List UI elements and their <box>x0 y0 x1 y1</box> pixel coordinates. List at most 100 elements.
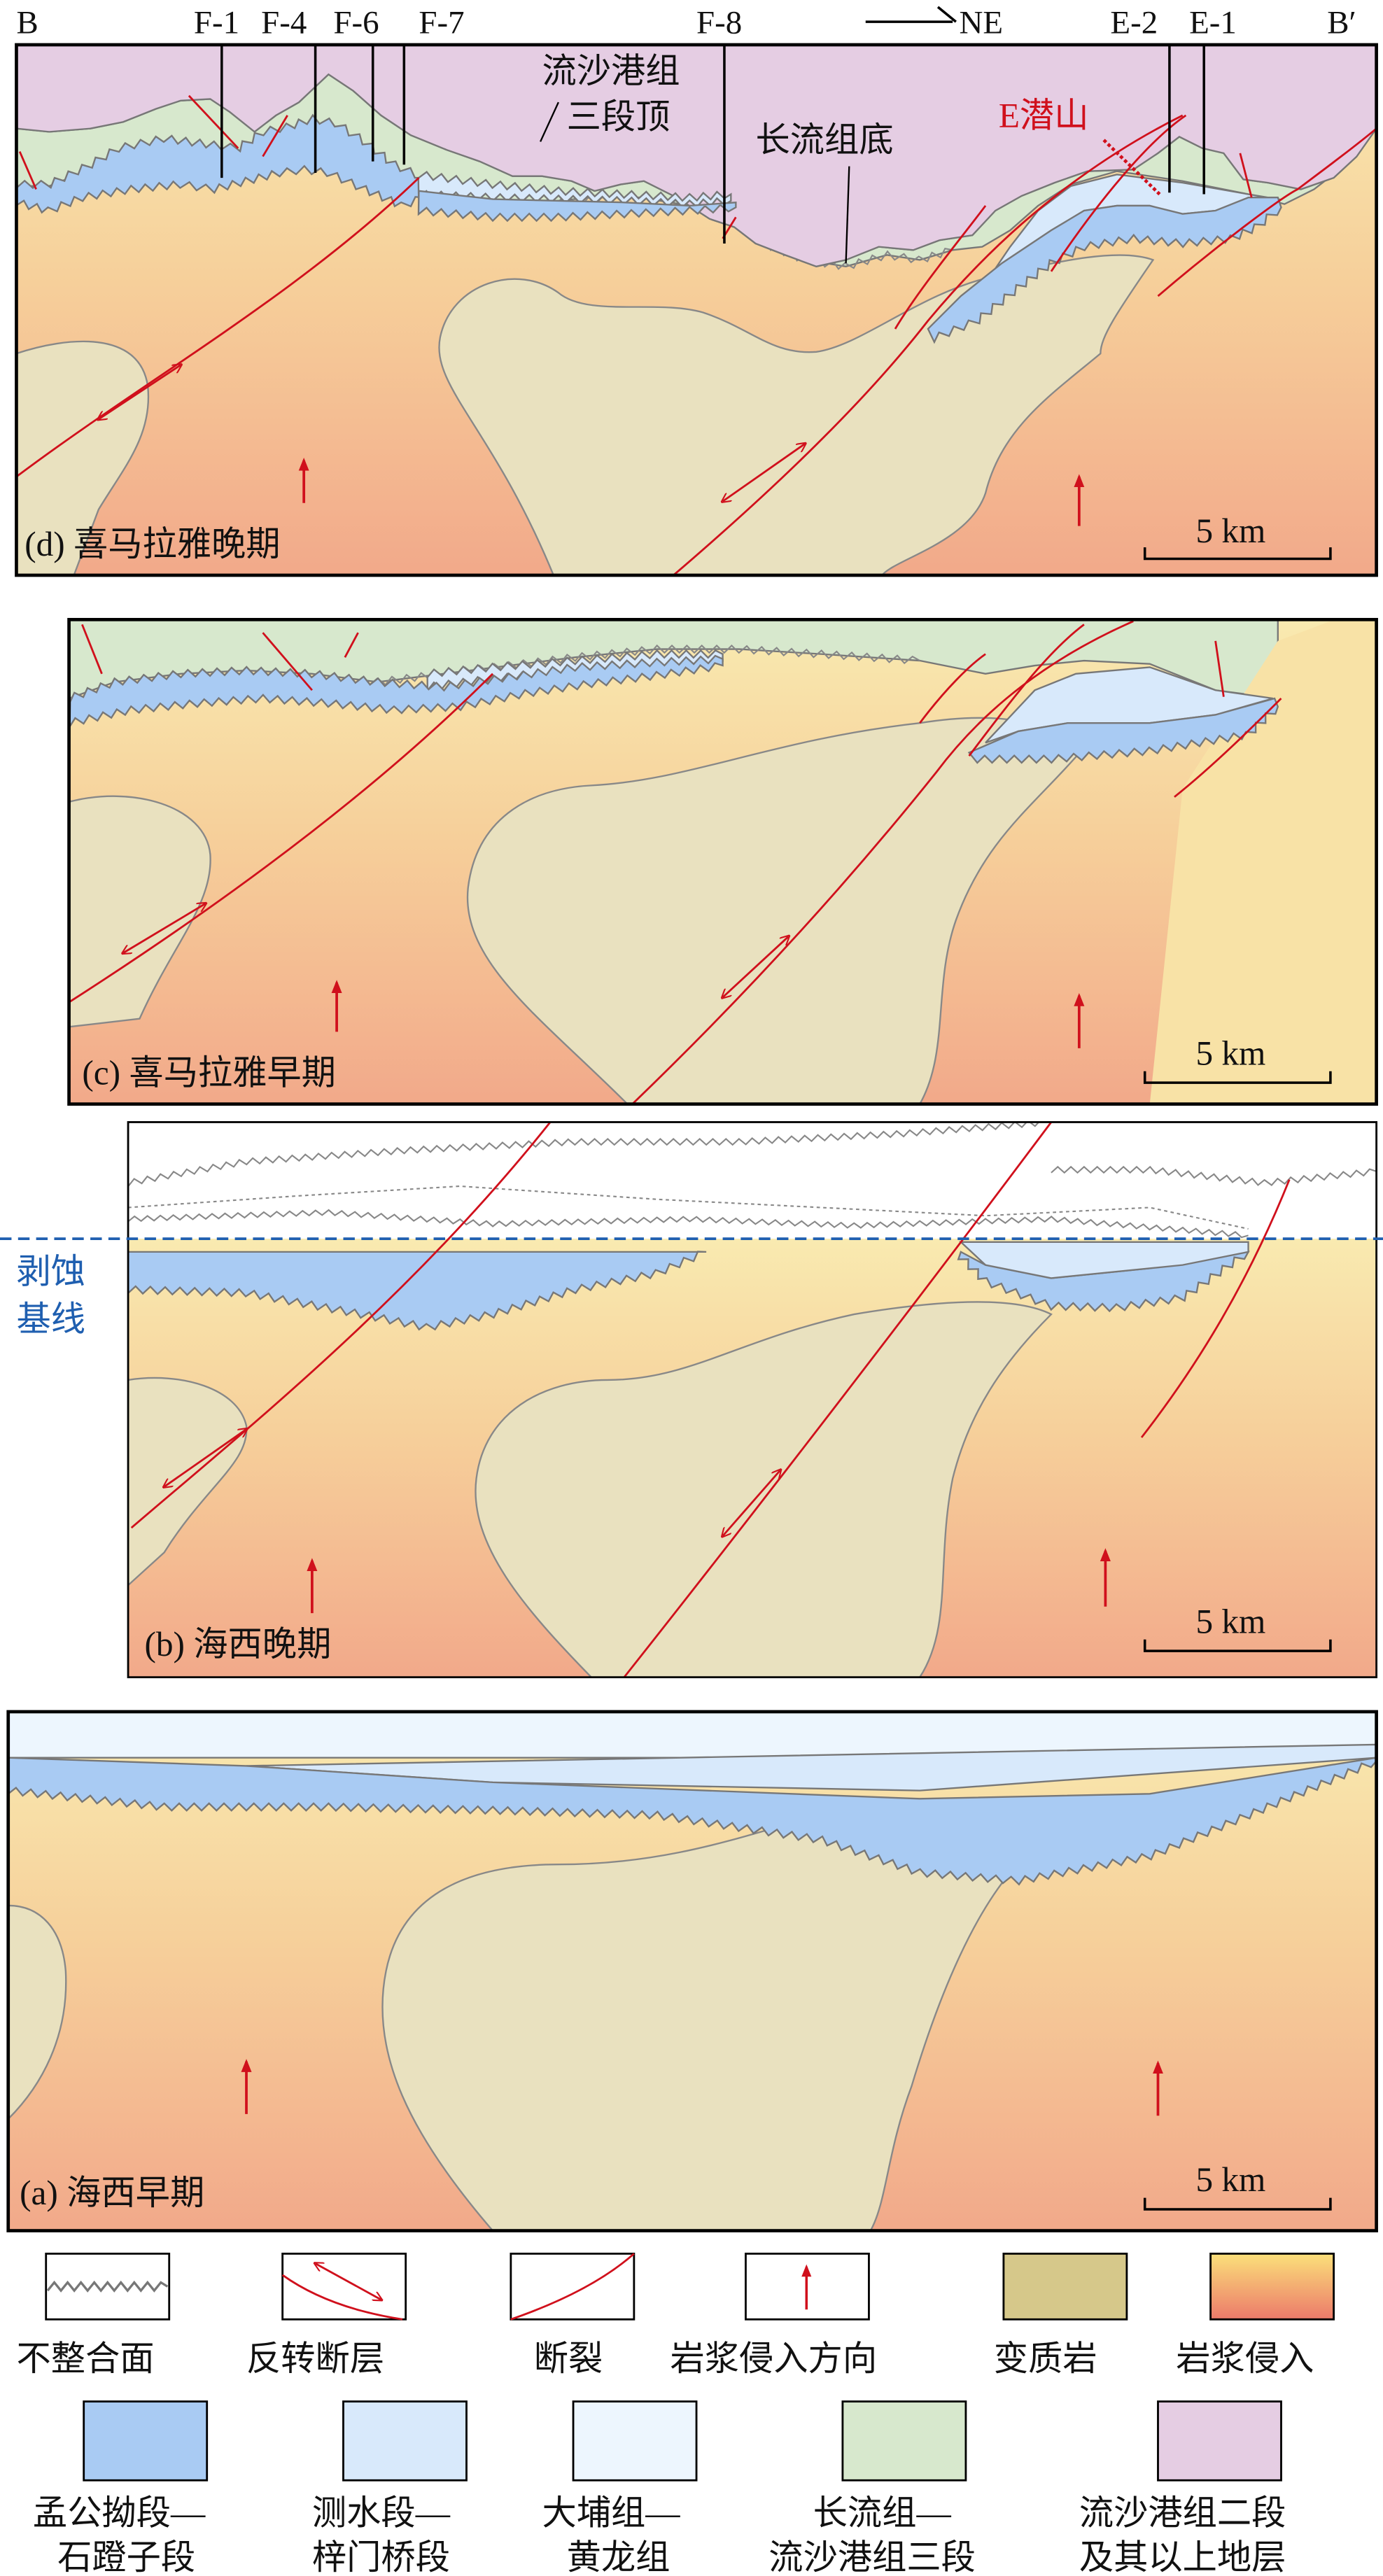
legend-label: 梓门桥段 <box>312 2538 450 2576</box>
legend-item-liushagang: 流沙港组二段 及其以上地层 <box>1079 2400 1286 2576</box>
legend-swatch <box>572 2400 698 2482</box>
fault-line <box>1050 114 1187 272</box>
scale-bar-a: 5 km <box>1143 2160 1332 2211</box>
inversion-arrow-icon <box>723 1470 780 1536</box>
scale-label: 5 km <box>1195 512 1265 550</box>
legend-item-menggong: 孟公拗段— 石蹬子段 <box>33 2400 209 2576</box>
fault-line <box>16 177 420 478</box>
section-header: B B′ NE F-1 F-4 F-6 F-7 F-8 E-2 E-1 <box>16 5 1356 41</box>
panel-a-cross-section <box>8 1711 1377 2231</box>
section-end-right: B′ <box>1327 5 1356 41</box>
legend-item-unconformity: 不整合面 <box>16 2253 171 2378</box>
annotation-lsg-top-2: 三段顶 <box>567 98 671 136</box>
ceshui-zimenqiao-layer <box>958 1241 1249 1279</box>
fault-line <box>344 632 359 658</box>
legend-label: 黄龙组 <box>567 2538 671 2576</box>
menggong-shidengzi-layer <box>417 190 737 223</box>
metamorphic-body <box>438 254 1155 575</box>
direction-arrow-head-icon <box>936 6 957 23</box>
legend-item-changliu: 长流组— 流沙港组三段 <box>768 2400 976 2576</box>
scale-label: 5 km <box>1195 1602 1265 1640</box>
legend-swatch <box>841 2400 967 2482</box>
annotation-e-buried-hill: E潜山 <box>999 96 1089 134</box>
menggong-shidengzi-layer <box>957 1251 1250 1313</box>
legend-label: 反转断层 <box>246 2339 384 2378</box>
legend-item-metamorphic: 变质岩 <box>994 2253 1128 2378</box>
panel-d-title: (d) 喜马拉雅晚期 <box>24 525 280 563</box>
section-end-left: B <box>16 5 38 41</box>
menggong-shidengzi-layer <box>8 1757 1377 1886</box>
eroded-unconformity-line <box>1051 1165 1377 1186</box>
inversion-arrow-icon <box>723 936 789 997</box>
legend-label: 大埔组— <box>542 2494 680 2533</box>
panel-d-frame <box>15 43 1378 577</box>
scale-label: 5 km <box>1195 2160 1265 2199</box>
fault-line <box>1214 640 1225 697</box>
liushagang2-and-above-layer <box>16 44 1377 268</box>
fault-icon <box>510 2253 635 2321</box>
fault-line <box>1174 698 1282 798</box>
erosion-base-label-1: 剥蚀 <box>16 1252 85 1290</box>
menggong-shidengzi-layer <box>927 197 1282 344</box>
fault-line <box>262 115 288 157</box>
panel-c-frame <box>67 618 1378 1106</box>
legend-swatch <box>342 2400 468 2482</box>
unconformity-symbol-icon <box>46 2280 169 2293</box>
magma-top-wedge <box>1149 619 1377 1104</box>
legend-label: 流沙港组三段 <box>768 2538 976 2576</box>
annotation-changliu-base: 长流组底 <box>756 121 894 160</box>
well-label-f4: F-4 <box>261 5 307 41</box>
fault-line <box>968 624 1085 756</box>
legend-item-fault: 断裂 <box>510 2253 636 2378</box>
fault-line <box>919 653 986 724</box>
inversion-arrow-icon <box>99 365 181 419</box>
inversion-arrow-icon <box>123 903 205 952</box>
legend: 不整合面 反转断层 断裂 岩浆侵入方向 变质岩 岩浆侵入 孟公拗段 <box>16 2253 1335 2576</box>
legend-item-ceshui: 测水段— 梓门桥段 <box>312 2400 468 2576</box>
menggong-shidengzi-layer <box>69 654 724 730</box>
panel-b-title: (b) 海西晚期 <box>145 1625 332 1663</box>
legend-label: 测水段— <box>312 2494 451 2533</box>
legend-label: 变质岩 <box>994 2339 1097 2378</box>
legend-swatch <box>1002 2253 1128 2321</box>
menggong-shidengzi-layer <box>967 697 1279 764</box>
menggong-shidengzi-layer <box>128 1251 707 1331</box>
legend-label: 石蹬子段 <box>57 2538 195 2576</box>
legend-label: 孟公拗段— <box>33 2494 206 2533</box>
panel-c-cross-section <box>69 619 1377 1104</box>
fault-line <box>1239 153 1253 198</box>
legend-label: 流沙港组二段 <box>1079 2494 1286 2533</box>
metamorphic-body <box>466 717 1086 1104</box>
direction-label: NE <box>960 5 1004 41</box>
scale-label: 5 km <box>1195 1034 1265 1072</box>
well-label-f7: F-7 <box>419 5 464 41</box>
fault-line <box>894 205 987 330</box>
fault-line <box>262 632 313 691</box>
legend-label: 岩浆侵入 <box>1176 2339 1314 2378</box>
well-lines <box>220 44 1205 244</box>
fault-line <box>623 1122 1053 1677</box>
scale-bar-b: 5 km <box>1143 1602 1332 1652</box>
panel-d-cross-section <box>16 44 1377 575</box>
eroded-layer-line <box>128 1185 1249 1230</box>
annotation-leader <box>1102 139 1161 196</box>
erosion-base-label-2: 基线 <box>16 1300 85 1339</box>
scale-bar-c: 5 km <box>1143 1034 1332 1084</box>
legend-item-intrusion-direction: 岩浆侵入方向 <box>670 2253 877 2378</box>
legend-item-inversion-fault: 反转断层 <box>246 2253 407 2378</box>
fault-line <box>69 673 494 1004</box>
annotation-leader <box>845 166 850 264</box>
panel-b-frame <box>127 1121 1378 1679</box>
metamorphic-body <box>8 1904 67 2120</box>
well-label-e2: E-2 <box>1110 5 1158 41</box>
fault-line <box>188 94 239 149</box>
panel-b-cross-section <box>128 1122 1377 1677</box>
fault-line <box>1157 127 1377 297</box>
legend-label: 长流组— <box>813 2494 952 2533</box>
eroded-section <box>128 1122 1377 1239</box>
legend-item-magma: 岩浆侵入 <box>1176 2253 1335 2378</box>
well-label-f1: F-1 <box>194 5 239 41</box>
panel-a-frame <box>6 1710 1378 2232</box>
fault-line <box>81 624 103 675</box>
